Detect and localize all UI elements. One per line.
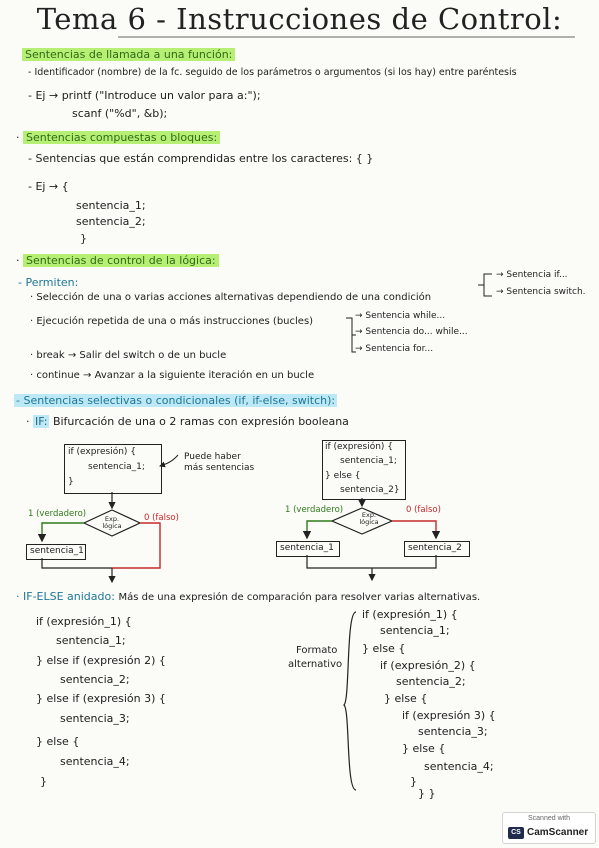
section-heading: Sentencias de control de la lógica: [23, 254, 219, 267]
code-line: } [68, 477, 74, 487]
diamond-label: Exp. lógica [102, 515, 122, 530]
section-heading: - Sentencias selectivas o condicionales … [14, 394, 338, 407]
scanner-caption: Scanned with [527, 815, 571, 822]
if-description: Bifurcación de una o 2 ramas con expresi… [52, 415, 349, 428]
scanner-brand: CamScanner [527, 827, 589, 838]
section-description: Más de una expresión de comparación para… [118, 592, 481, 603]
false-label: 0 (falso) [144, 513, 179, 523]
code-line: if (expresión) { [68, 447, 136, 457]
example-prefix: - Ej → { [28, 180, 69, 193]
alt-format-label: Formato [296, 645, 338, 656]
code-line: } [80, 232, 87, 245]
if-label: IF: [33, 415, 50, 428]
note-text: más sentencias [184, 463, 255, 473]
stmt-box [404, 541, 470, 557]
code-line: sentencia_1; [88, 462, 145, 472]
code-line: } else if (expresión 3) { [36, 692, 166, 705]
stmt-box [276, 541, 340, 557]
code-line: } } [418, 787, 436, 800]
section-heading: Sentencias de llamada a una función: [22, 48, 236, 61]
text-line: - Identificador (nombre) de la fc. segui… [28, 67, 517, 78]
branch-while: → Sentencia while... [355, 311, 446, 321]
code-line: sentencia_1; [56, 634, 126, 647]
code-line: } else { [402, 742, 446, 755]
section-heading: · IF-ELSE anidado: [16, 590, 115, 603]
code-line: sentencia_2; [60, 673, 130, 686]
ifelse-code-box [322, 440, 406, 500]
code-line: sentencia_3; [418, 725, 488, 738]
code-line: } [410, 775, 417, 788]
text-line: - Ej → printf ("Introduce un valor para … [28, 89, 261, 102]
false-label: 0 (falso) [406, 505, 441, 515]
code-line: sentencia_2; [396, 675, 466, 688]
alt-format-label: alternativo [288, 659, 343, 670]
code-line: if (expresión) { [325, 442, 393, 452]
code-line: scanf ("%d", &b); [72, 107, 168, 120]
text-line: - Sentencias que están comprendidas entr… [28, 152, 374, 165]
text-line: · continue → Avanzar a la siguiente iter… [30, 370, 315, 381]
stmt-text: sentencia_1 [30, 546, 84, 556]
branch-dowhile: → Sentencia do... while... [355, 327, 468, 337]
code-line: } else { [325, 471, 361, 481]
example-prefix: - Ej → [28, 89, 59, 102]
code-line: } else { [36, 735, 80, 748]
branch-if: → Sentencia if... [496, 270, 568, 280]
permiten-label: - Permiten: [18, 276, 79, 289]
code-line: sentencia_4; [424, 760, 494, 773]
section-compound: · Sentencias compuestas o bloques: [16, 131, 221, 144]
code-line: if (expresión_1) { [36, 615, 132, 628]
text-line: · break → Salir del switch o de un bucle [30, 350, 227, 361]
code-line: } [40, 775, 47, 788]
if-line: · IF: Bifurcación de una o 2 ramas con e… [26, 415, 349, 428]
stmt-box [26, 544, 86, 560]
code-line: sentencia_3; [60, 712, 130, 725]
section-selective: - Sentencias selectivas o condicionales … [14, 394, 338, 407]
page-title: Tema 6 - Instrucciones de Control: [36, 2, 563, 36]
section-heading: Sentencias compuestas o bloques: [23, 131, 221, 144]
code-line: sentencia_2; [76, 215, 146, 228]
branch-for: → Sentencia for... [355, 344, 434, 354]
code-line: } else { [384, 692, 428, 705]
code-line: if (expresión 3) { [402, 709, 496, 722]
scanner-watermark: Scanned with CS CamScanner [502, 812, 596, 844]
code-line: if (expresión_1) { [362, 608, 458, 621]
code-line: sentencia_1; [380, 624, 450, 637]
section-logic-control: · Sentencias de control de la lógica: [16, 254, 219, 267]
code-line: sentencia_1; [76, 199, 146, 212]
code-line: } else if (expresión 2) { [36, 654, 166, 667]
code-line: printf ("Introduce un valor para a:"); [61, 89, 261, 102]
code-line: if (expresión_2) { [380, 659, 476, 672]
true-label: 1 (verdadero) [28, 509, 87, 519]
stmt-text: sentencia_1 [280, 543, 334, 553]
text-line: · Ejecución repetida de una o más instru… [30, 316, 314, 327]
branch-switch: → Sentencia switch. [496, 287, 586, 297]
code-line: sentencia_2} [340, 485, 400, 495]
section-function-call: Sentencias de llamada a una función: [22, 48, 236, 61]
code-line: sentencia_1; [340, 456, 397, 466]
true-label: 1 (verdadero) [285, 505, 344, 515]
if-code-box [64, 444, 162, 494]
camscanner-logo-icon: CS [508, 827, 524, 839]
diamond-label: Exp. lógica [359, 511, 379, 526]
text-line: · Selección de una o varias acciones alt… [30, 292, 432, 303]
note-text: Puede haber [184, 452, 241, 462]
code-line: sentencia_4; [60, 755, 130, 768]
section-nested-ifelse: · IF-ELSE anidado: Más de una expresión … [16, 590, 480, 603]
stmt-text: sentencia_2 [408, 543, 462, 553]
code-line: } else { [362, 642, 406, 655]
